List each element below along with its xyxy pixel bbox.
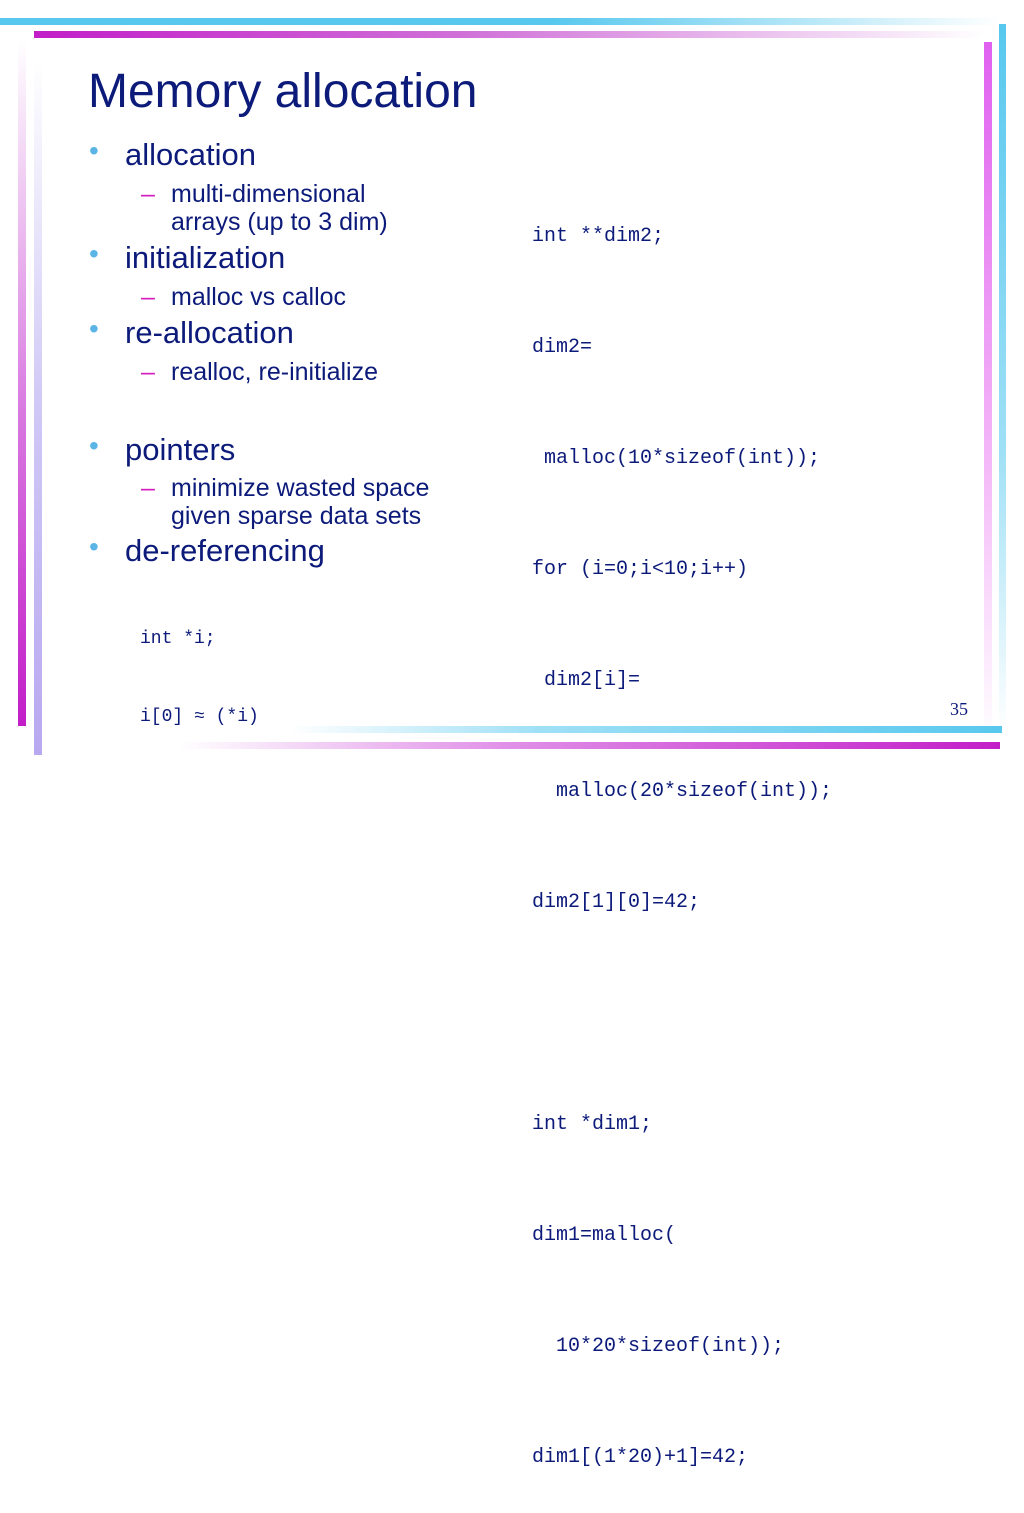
bullet-allocation: • allocation: [89, 135, 256, 173]
dash-icon: –: [141, 180, 155, 208]
code-line: dim1[(1*20)+1]=42;: [532, 1446, 749, 1469]
sub-text: multi-dimensional: [171, 180, 366, 208]
code-line: int *i;: [140, 629, 216, 649]
page-number: 35: [950, 699, 968, 719]
slide-title: Memory allocation: [88, 65, 478, 118]
left-lavender-bar: [34, 60, 42, 755]
sub-text: arrays (up to 3 dim): [171, 208, 388, 236]
sub-item-realloc: – realloc, re-initialize: [141, 358, 379, 386]
dash-icon: –: [141, 358, 155, 386]
bullet-re-allocation: • re-allocation: [89, 313, 294, 351]
sub-item-sparse: – minimize wasted space given sparse dat…: [141, 474, 430, 530]
top-magenta-bar: [34, 31, 984, 38]
deref-code: int *i; i[0] ≈ (*i): [140, 574, 259, 782]
sub-text: realloc, re-initialize: [171, 358, 379, 386]
bullet-dot-icon: •: [89, 430, 99, 461]
code-line: dim1=malloc(: [532, 1224, 677, 1247]
right-magenta-bar: [984, 42, 992, 742]
code-line-blank: [532, 995, 832, 1032]
bullet-text: de-referencing: [125, 533, 325, 568]
top-cyan-bar: [0, 18, 1000, 25]
bullet-dot-icon: •: [89, 313, 99, 344]
code-line: dim2[i]=: [532, 669, 641, 692]
code-line: int **dim2;: [532, 225, 665, 248]
sub-item-multi-dim: – multi-dimensional arrays (up to 3 dim): [141, 180, 388, 236]
code-line: i[0] ≈ (*i): [140, 707, 259, 727]
code-line: dim2=: [532, 336, 593, 359]
dash-icon: –: [141, 283, 155, 311]
right-cyan-bar: [999, 24, 1006, 734]
code-line: malloc(20*sizeof(int));: [532, 780, 833, 803]
right-code-block: int **dim2; dim2= malloc(10*sizeof(int))…: [532, 144, 832, 1513]
bullet-dot-icon: •: [89, 238, 99, 269]
bullet-de-referencing: • de-referencing: [89, 531, 325, 569]
code-line: 10*20*sizeof(int));: [532, 1335, 785, 1358]
bottom-magenta-bar: [180, 742, 1000, 749]
code-line: dim2[1][0]=42;: [532, 891, 701, 914]
dash-icon: –: [141, 474, 155, 502]
code-line: for (i=0;i<10;i++): [532, 558, 749, 581]
bullet-text: pointers: [125, 432, 236, 467]
sub-text: given sparse data sets: [171, 502, 422, 530]
bullet-dot-icon: •: [89, 531, 99, 562]
left-magenta-bar: [18, 40, 26, 726]
bullet-text: initialization: [125, 240, 286, 275]
bullet-pointers: • pointers: [89, 430, 236, 468]
code-line: int *dim1;: [532, 1113, 653, 1136]
sub-text: malloc vs calloc: [171, 283, 347, 311]
bullet-initialization: • initialization: [89, 238, 286, 276]
bullet-dot-icon: •: [89, 135, 99, 166]
bullet-text: allocation: [125, 137, 256, 172]
bottom-cyan-bar: [290, 726, 1002, 733]
sub-text: minimize wasted space: [171, 474, 430, 502]
bullet-text: re-allocation: [125, 315, 294, 350]
sub-item-malloc-calloc: – malloc vs calloc: [141, 283, 347, 311]
code-line: malloc(10*sizeof(int));: [532, 447, 821, 470]
